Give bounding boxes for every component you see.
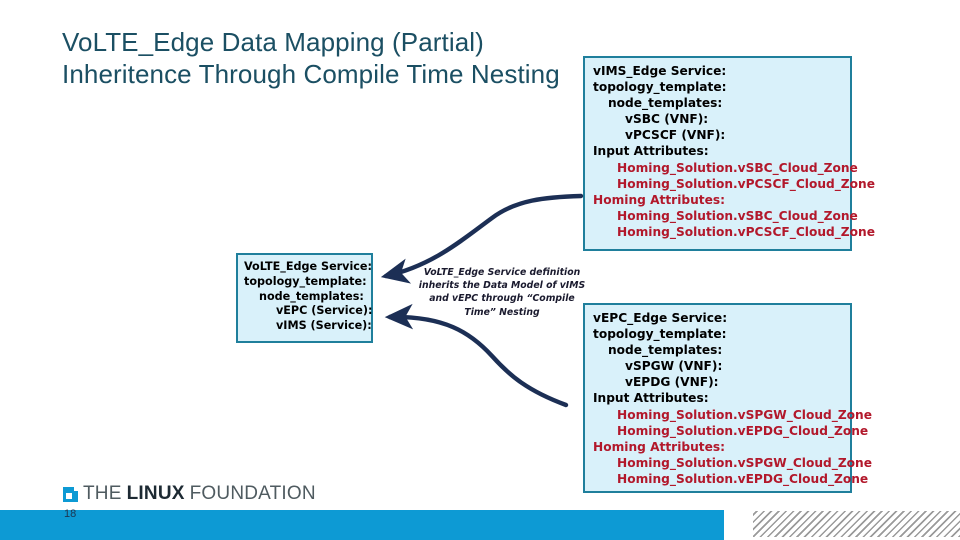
code-line: vSPGW (VNF): bbox=[625, 359, 723, 374]
footer-hatch-pattern bbox=[753, 511, 960, 537]
code-line: Input Attributes: bbox=[593, 144, 709, 159]
code-line: vIMS_Edge Service: bbox=[593, 64, 727, 78]
code-line: vPCSCF (VNF): bbox=[625, 128, 726, 143]
page-number: 18 bbox=[64, 508, 77, 520]
vepc-to-volte-arrow bbox=[384, 303, 569, 408]
linux-foundation-mark-icon bbox=[63, 486, 78, 502]
vims-to-volte-arrow bbox=[380, 193, 584, 284]
code-line: node_templates: bbox=[608, 343, 723, 358]
code-line: vEPC_Edge Service: bbox=[593, 311, 728, 325]
page-title: VoLTE_Edge Data Mapping (Partial) Inheri… bbox=[62, 27, 560, 89]
code-line-highlight: Homing Attributes: bbox=[593, 192, 725, 207]
code-line: vEPDG (VNF): bbox=[625, 375, 719, 390]
code-line-highlight: Homing_Solution.vSBC_Cloud_Zone bbox=[617, 160, 858, 175]
logo-word-linux: LINUX bbox=[126, 483, 185, 504]
code-line-highlight: Homing_Solution.vSBC_Cloud_Zone bbox=[617, 208, 858, 223]
code-line-highlight: Homing_Solution.vPCSCF_Cloud_Zone bbox=[617, 224, 875, 239]
footer-blue-bar bbox=[0, 510, 724, 540]
code-box-volte-edge: VoLTE_Edge Service: topology_template: n… bbox=[236, 253, 373, 343]
inheritance-caption: VoLTE_Edge Service definition inherits t… bbox=[418, 267, 586, 318]
code-line: vEPC (Service): bbox=[276, 304, 373, 318]
code-line: topology_template: bbox=[593, 80, 727, 95]
code-line: node_templates: bbox=[608, 96, 723, 111]
code-line-highlight: Homing_Solution.vEPDG_Cloud_Zone bbox=[617, 423, 869, 438]
code-line: topology_template: bbox=[593, 327, 727, 342]
logo-word-the: THE bbox=[83, 483, 122, 504]
logo-word-foundation: FOUNDATION bbox=[189, 483, 316, 504]
code-line-highlight: Homing_Solution.vSPGW_Cloud_Zone bbox=[617, 455, 872, 470]
code-line: topology_template: bbox=[244, 274, 367, 288]
code-line: Input Attributes: bbox=[593, 391, 709, 406]
code-line-highlight: Homing_Solution.vPCSCF_Cloud_Zone bbox=[617, 176, 875, 191]
code-line-highlight: Homing_Solution.vEPDG_Cloud_Zone bbox=[617, 471, 869, 486]
code-line-highlight: Homing_Solution.vSPGW_Cloud_Zone bbox=[617, 407, 872, 422]
code-line: VoLTE_Edge Service: bbox=[244, 260, 372, 273]
code-line: vIMS (Service): bbox=[276, 319, 372, 333]
code-box-vims-edge: vIMS_Edge Service: topology_template: no… bbox=[583, 56, 875, 251]
code-line: vSBC (VNF): bbox=[625, 112, 709, 127]
code-box-vepc-edge: vEPC_Edge Service: topology_template: no… bbox=[583, 303, 872, 493]
code-line-highlight: Homing Attributes: bbox=[593, 439, 725, 454]
code-line: node_templates: bbox=[259, 289, 364, 303]
linux-foundation-logo: THE LINUX FOUNDATION bbox=[35, 478, 316, 510]
